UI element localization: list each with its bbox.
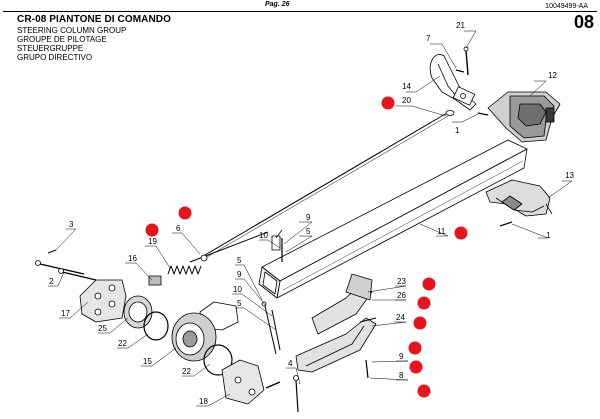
callout-23: 23: [397, 277, 406, 286]
callout-12: 12: [548, 71, 557, 80]
callout-10-mid: 10: [233, 285, 242, 294]
callout-26: 26: [397, 291, 406, 300]
callout-19: 19: [148, 237, 157, 246]
section-number: 08: [573, 12, 594, 32]
control-rod: [204, 110, 455, 258]
red-marker-dot: [145, 223, 159, 237]
callout-21: 21: [456, 21, 465, 30]
callout-20: 20: [402, 96, 411, 105]
center-hub-assembly: [171, 301, 239, 376]
red-marker-dot: [178, 206, 192, 220]
subtitle-english: STEERING COLUMN GROUP: [17, 26, 127, 35]
callout-leaders: [48, 30, 573, 407]
red-marker-dot: [422, 277, 436, 291]
document-code: 10049499-AA: [545, 3, 588, 10]
callout-14: 14: [402, 82, 411, 91]
header-rule: [3, 11, 597, 12]
callout-15: 15: [143, 357, 152, 366]
red-marker-dot: [413, 316, 427, 330]
callout-3: 3: [69, 220, 74, 229]
subtitle-french: GROUPE DE PILOTAGE: [17, 35, 107, 44]
callout-25: 25: [98, 324, 107, 333]
lower-hub: [221, 359, 281, 405]
callout-7: 7: [426, 34, 431, 43]
callout-5-low: 5: [237, 299, 242, 308]
callout-13: 13: [565, 171, 574, 180]
handle-grip: [487, 91, 561, 143]
bolts-left: [35, 249, 97, 281]
spring-assembly: [148, 229, 283, 286]
callout-17: 17: [61, 309, 70, 318]
callout-22-center: 22: [182, 367, 191, 376]
lever-assembly: [429, 46, 489, 116]
left-hub-assembly: [79, 279, 169, 341]
callout-8: 8: [399, 371, 404, 380]
mounting-bracket-right: [485, 179, 553, 227]
subtitle-spanish: GRUPO DIRECTIVO: [17, 53, 93, 62]
steering-column-tube: [258, 139, 528, 299]
red-marker-dot: [417, 296, 431, 310]
subtitle-german: STEUERGRUPPE: [17, 44, 84, 53]
callout-11: 11: [437, 227, 446, 236]
lower-support-brackets: [295, 273, 377, 379]
red-markers: [145, 96, 468, 398]
red-marker-dot: [381, 96, 395, 110]
callout-22-left: 22: [118, 339, 127, 348]
callout-4: 4: [288, 359, 293, 368]
callout-16: 16: [128, 254, 137, 263]
callout-9-top: 9: [306, 213, 311, 222]
callout-9-mid: 9: [237, 270, 242, 279]
red-marker-dot: [408, 341, 422, 355]
page-title: CR-08 PIANTONE DI COMANDO: [17, 14, 171, 25]
callout-2: 2: [49, 277, 54, 286]
callout-24: 24: [396, 313, 405, 322]
red-marker-dot: [417, 384, 431, 398]
red-marker-dot: [454, 226, 468, 240]
callout-9-low: 9: [399, 352, 404, 361]
callout-numbers: 21 7 14 20 1 12 13 1 11 9 10 5 6 19 16 3…: [49, 21, 574, 406]
callout-10-top: 10: [259, 231, 268, 240]
red-marker-dot: [409, 360, 423, 374]
page-label: Pag. 26: [265, 1, 290, 8]
callout-1-top: 1: [455, 126, 460, 135]
callout-6: 6: [176, 224, 181, 233]
callout-5-top: 5: [306, 227, 311, 236]
callout-5-mid: 5: [237, 256, 242, 265]
callout-18: 18: [199, 397, 208, 406]
callout-1-right: 1: [546, 231, 551, 240]
